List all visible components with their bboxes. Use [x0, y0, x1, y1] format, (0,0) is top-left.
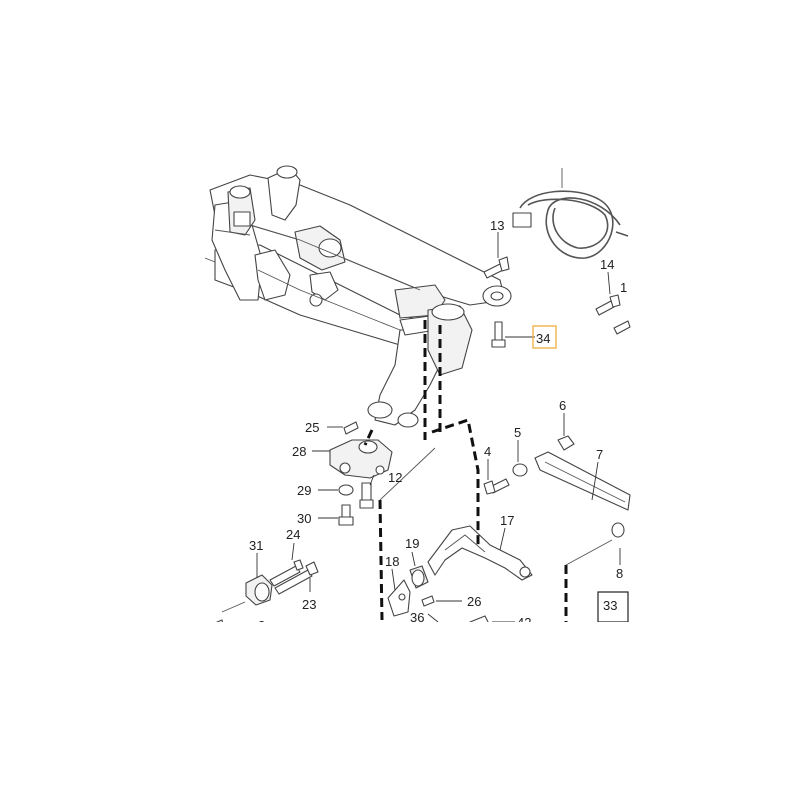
callout-12[interactable]: 12 [388, 470, 402, 485]
callout-33[interactable]: 33 [603, 598, 617, 613]
phantom-lines [363, 320, 613, 622]
bolt-25 [343, 421, 359, 435]
callout-7[interactable]: 7 [596, 447, 603, 462]
bolt-23 [274, 561, 319, 595]
wiring-harness [512, 168, 629, 259]
callout-5[interactable]: 5 [514, 425, 521, 440]
bolt-4 [483, 478, 510, 495]
callout-30[interactable]: 30 [297, 511, 311, 526]
callout-19[interactable]: 19 [405, 536, 419, 551]
bracket-18 [387, 579, 411, 617]
callout-6[interactable]: 6 [559, 398, 566, 413]
crop-mask-right [633, 0, 800, 800]
callout-36[interactable]: 36 [410, 610, 424, 625]
bolt-14 [595, 294, 621, 316]
bushing-8 [611, 522, 625, 538]
bolt-30 [338, 504, 354, 526]
callout-8[interactable]: 8 [616, 566, 623, 581]
callout-18[interactable]: 18 [385, 554, 399, 569]
callout-31[interactable]: 31 [249, 538, 263, 553]
bolt-1 [613, 320, 631, 335]
bolt-24 [269, 559, 304, 587]
washer-5 [512, 463, 528, 477]
callout-23[interactable]: 23 [302, 597, 316, 612]
connector-icon [512, 212, 532, 228]
bolt-12 [359, 482, 374, 509]
washer-29 [338, 484, 354, 496]
callout-28[interactable]: 28 [292, 444, 306, 459]
bolt-13 [483, 256, 510, 279]
bolt-26 [421, 595, 435, 607]
callout-labels: 13 14 1 34 6 5 4 7 25 28 12 29 30 17 19 … [249, 218, 627, 633]
callout-25[interactable]: 25 [305, 420, 319, 435]
nut-6 [557, 435, 575, 451]
link-arm-7 [534, 451, 631, 511]
highlight-box-34 [532, 325, 557, 349]
callout-26[interactable]: 26 [467, 594, 481, 609]
bracket-31 [245, 574, 273, 606]
control-arm-17 [427, 525, 533, 581]
callout-34[interactable]: 34 [536, 331, 550, 346]
callout-14[interactable]: 14 [600, 257, 614, 272]
bushing-19 [409, 565, 429, 589]
bracket-28 [329, 439, 393, 479]
callout-13[interactable]: 13 [490, 218, 504, 233]
callout-4[interactable]: 4 [484, 444, 491, 459]
callout-17[interactable]: 17 [500, 513, 514, 528]
bolt-34 [491, 321, 506, 348]
callout-24[interactable]: 24 [286, 527, 300, 542]
callout-29[interactable]: 29 [297, 483, 311, 498]
subframe [204, 165, 512, 428]
callout-1[interactable]: 1 [620, 280, 627, 295]
leader-lines [256, 232, 621, 623]
